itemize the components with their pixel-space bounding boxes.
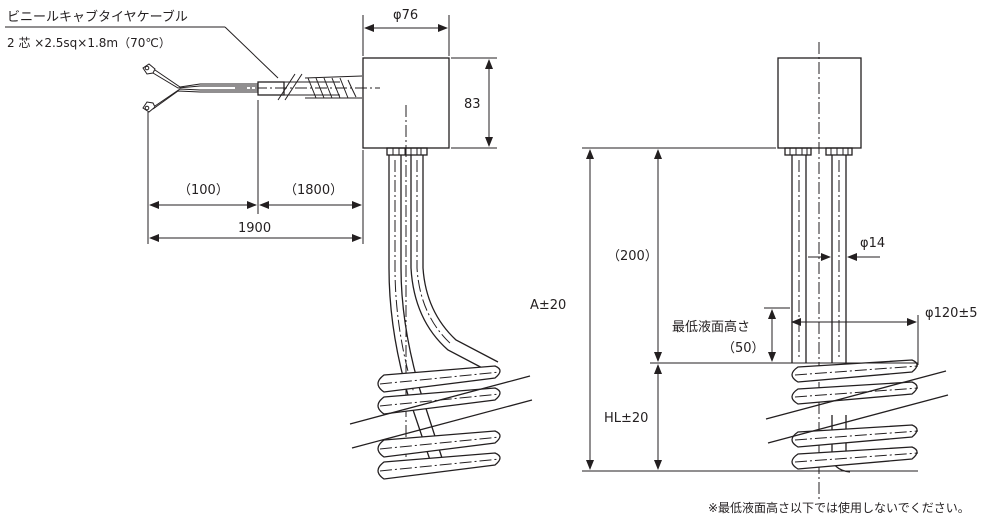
cable xyxy=(235,73,380,101)
immersion-length-label: A±20 xyxy=(530,298,566,313)
coil-side-view xyxy=(349,365,533,480)
heater-tubes-side xyxy=(388,155,499,461)
heated-length-label: HL±20 xyxy=(604,411,648,426)
usage-note: ※最低液面高さ以下では使用しないでください。 xyxy=(708,500,970,515)
lead-wires xyxy=(142,63,258,113)
terminal-lower-icon xyxy=(142,101,156,113)
lead-length-label: （100） xyxy=(178,183,229,198)
head-diameter-dimension xyxy=(362,15,450,56)
min-level-value: （50） xyxy=(722,341,765,356)
min-level-label: 最低液面高さ xyxy=(672,319,750,335)
terminal-upper-icon xyxy=(142,63,156,75)
cable-leader xyxy=(5,26,279,79)
head-height-dimension xyxy=(451,57,497,149)
cable-spec-label: 2 芯 ×2.5sq×1.8m（70℃） xyxy=(7,36,171,50)
head-diameter-label: φ76 xyxy=(393,8,418,23)
coil-front-view xyxy=(765,359,949,470)
length-dimensions xyxy=(147,100,364,244)
heater-tubes-front xyxy=(791,155,857,473)
front-view: A±20 （200） HL±20 最低液面高さ （50） φ14 φ120±5 xyxy=(530,42,978,500)
total-length-label: 1900 xyxy=(238,221,271,236)
side-view: ビニールキャブタイヤケーブル 2 芯 ×2.5sq×1.8m（70℃） xyxy=(5,8,533,480)
fitting-nut xyxy=(386,147,428,156)
coil-diameter-label: φ120±5 xyxy=(925,306,978,321)
cable-length-label: （1800） xyxy=(284,183,343,198)
tube-diameter-label: φ14 xyxy=(860,236,885,251)
head-height-label: 83 xyxy=(464,97,481,112)
unheated-length-label: （200） xyxy=(607,249,658,264)
cable-name-label: ビニールキャブタイヤケーブル xyxy=(7,9,188,25)
